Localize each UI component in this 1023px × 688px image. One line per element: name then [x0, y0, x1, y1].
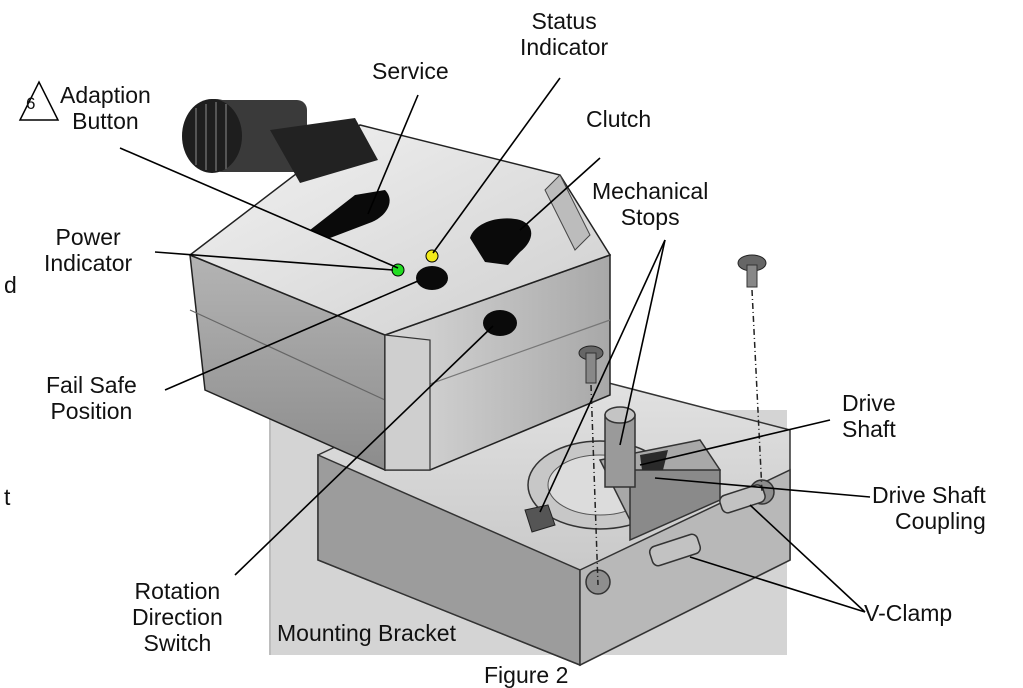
drive-shaft-label: Drive Shaft — [842, 390, 896, 442]
status-indicator-label: Status Indicator — [520, 8, 608, 60]
mechanical-stops-label-line2: Stops — [620, 204, 680, 230]
drive-shaft-coupling-label-line1: Drive Shaft — [872, 482, 986, 508]
mounting-bracket-label: Mounting Bracket — [277, 620, 456, 646]
drive-shaft-assembly — [524, 406, 766, 567]
service-label: Service — [372, 58, 449, 84]
rotation-switch — [483, 310, 517, 336]
mechanical-stops-label-line1: Mechanical — [592, 178, 709, 204]
adaption-button-label-line1: Adaption — [60, 82, 151, 108]
note-number: 6 — [26, 94, 35, 114]
fail-safe-label: Fail Safe Position — [46, 372, 137, 424]
leader-lines — [119, 77, 871, 613]
drive-shaft-label-line1: Drive — [842, 390, 896, 416]
v-clamp-label: V-Clamp — [864, 600, 952, 626]
figure-caption-text: Figure 2 — [484, 662, 569, 688]
adaption-button-label-line2: Button — [72, 108, 139, 134]
service-label-text: Service — [372, 58, 449, 84]
clutch-label-text: Clutch — [586, 106, 652, 132]
power-indicator-label-line1: Power — [55, 224, 121, 250]
fail-safe-label-line1: Fail Safe — [46, 372, 137, 398]
drive-shaft-coupling-label: Drive Shaft Coupling — [872, 482, 986, 534]
v-clamp-label-text: V-Clamp — [864, 600, 953, 626]
edge-text-2: t — [4, 484, 11, 510]
note-number-text: 6 — [26, 94, 36, 113]
power-indicator-label: Power Indicator — [44, 224, 132, 276]
fail-safe-switch — [416, 266, 448, 290]
adaption-button-label: Adaption Button — [60, 82, 151, 134]
mounting-bracket-label-text: Mounting Bracket — [277, 620, 456, 646]
note-triangle — [18, 80, 60, 121]
status-indicator-label-line1: Status — [531, 8, 597, 34]
service-slot — [310, 190, 390, 238]
screw-guide-left — [590, 384, 599, 586]
status-indicator-label-line2: Indicator — [520, 34, 609, 60]
rotation-direction-label-line3: Switch — [143, 630, 212, 656]
actuator-housing — [188, 124, 612, 472]
drive-shaft-coupling-label-line2: Coupling — [894, 508, 986, 534]
rotation-direction-label-line2: Direction — [132, 604, 223, 630]
drive-shaft-label-line2: Shaft — [842, 416, 896, 442]
clutch-label: Clutch — [586, 106, 651, 132]
rotation-direction-label-line1: Rotation — [134, 578, 221, 604]
mechanical-stops-label: Mechanical Stops — [592, 178, 708, 230]
rotation-direction-label: Rotation Direction Switch — [132, 578, 223, 656]
power-indicator-label-line2: Indicator — [44, 250, 133, 276]
screw-right — [737, 254, 767, 288]
figure-caption: Figure 2 — [484, 662, 568, 688]
edge-text-1: d — [4, 272, 17, 298]
screw-left — [578, 345, 604, 384]
cable-connector — [182, 99, 378, 183]
status-led — [425, 249, 439, 263]
clutch-button — [470, 218, 532, 265]
fail-safe-label-line2: Position — [50, 398, 133, 424]
